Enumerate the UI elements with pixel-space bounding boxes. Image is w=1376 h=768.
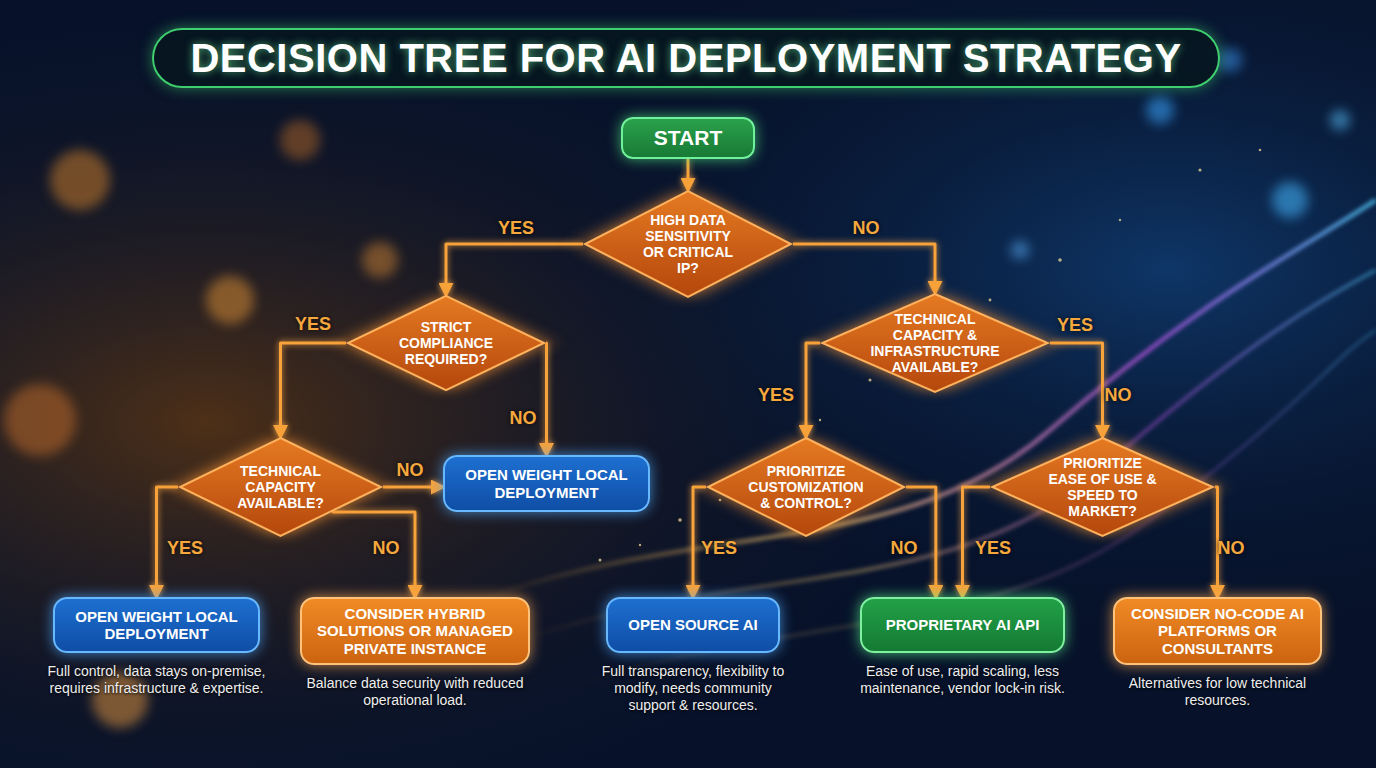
node-label: PROPRIETARY AI API <box>886 616 1040 633</box>
node-label: START <box>654 126 722 150</box>
branch-label: NO <box>397 460 424 481</box>
flow-arrow <box>383 486 443 489</box>
branch-label: NO <box>373 538 400 559</box>
branch-label: YES <box>701 538 737 559</box>
node-description: Full transparency, flexibility to modify… <box>594 663 792 714</box>
node-label: OPEN WEIGHT LOCAL DEPLOYMENT <box>65 608 248 643</box>
outcome-box: OPEN WEIGHT LOCAL DEPLOYMENT <box>443 455 650 512</box>
outcome-box: CONSIDER NO-CODE AI PLATFORMS OR CONSULT… <box>1113 597 1322 665</box>
flow-arrow <box>545 343 549 455</box>
decision-diamond: STRICT COMPLIANCE REQUIRED? <box>346 295 546 391</box>
node-label: TECHNICAL CAPACITY & INFRASTRUCTURE AVAI… <box>815 311 1054 375</box>
branch-label: YES <box>758 385 794 406</box>
node-description: Full control, data stays on-premise, req… <box>41 663 272 697</box>
node-label: CONSIDER NO-CODE AI PLATFORMS OR CONSULT… <box>1125 605 1310 657</box>
node-label: HIGH DATA SENSITIVITY OR CRITICAL IP? <box>583 212 793 276</box>
flow-arrow <box>1050 343 1103 437</box>
decision-diamond: HIGH DATA SENSITIVITY OR CRITICAL IP? <box>583 190 793 298</box>
diamond-fill <box>585 191 791 297</box>
node-description: Alternatives for low technical resources… <box>1101 675 1334 709</box>
flow-arrow <box>332 512 415 597</box>
branch-label: YES <box>295 314 331 335</box>
branch-label: NO <box>1105 385 1132 406</box>
node-label: OPEN WEIGHT LOCAL DEPLOYMENT <box>455 466 638 501</box>
outcome-box: PROPRIETARY AI APIEase of use, rapid sca… <box>860 597 1065 653</box>
decision-diamond: PRIORITIZE CUSTOMIZATION & CONTROL? <box>706 437 906 537</box>
flow-arrow <box>806 343 820 437</box>
decision-diamond: PRIORITIZE EASE OF USE & SPEED TO MARKET… <box>990 437 1215 537</box>
branch-label: NO <box>510 408 537 429</box>
node-label: PRIORITIZE CUSTOMIZATION & CONTROL? <box>700 463 911 511</box>
branch-label: NO <box>853 218 880 239</box>
node-label: OPEN SOURCE AI <box>628 616 757 633</box>
branch-label: NO <box>1218 538 1245 559</box>
decision-diamond: TECHNICAL CAPACITY AVAILABLE? <box>178 437 383 537</box>
node-description: Balance data security with reduced opera… <box>288 675 542 709</box>
outcome-box: CONSIDER HYBRID SOLUTIONS OR MANAGED PRI… <box>300 597 530 665</box>
branch-label: YES <box>1057 315 1093 336</box>
branch-label: NO <box>891 538 918 559</box>
branch-label: YES <box>975 538 1011 559</box>
outcome-box: OPEN SOURCE AIFull transparency, flexibi… <box>606 597 780 653</box>
decision-diamond: TECHNICAL CAPACITY & INFRASTRUCTURE AVAI… <box>820 293 1050 393</box>
node-label: PRIORITIZE EASE OF USE & SPEED TO MARKET… <box>990 455 1215 519</box>
flow-arrow <box>793 244 935 293</box>
node-label: CONSIDER HYBRID SOLUTIONS OR MANAGED PRI… <box>312 605 518 657</box>
flow-arrow <box>687 159 690 190</box>
flow-arrow <box>1215 487 1218 597</box>
branch-label: YES <box>167 538 203 559</box>
outcome-box: OPEN WEIGHT LOCAL DEPLOYMENTFull control… <box>53 597 260 653</box>
node-description: Ease of use, rapid scaling, less mainten… <box>848 663 1077 697</box>
flow-arrow <box>446 244 583 295</box>
node-label: STRICT COMPLIANCE REQUIRED? <box>346 319 546 367</box>
flow-arrow <box>281 343 347 437</box>
branch-label: YES <box>498 218 534 239</box>
node-label: TECHNICAL CAPACITY AVAILABLE? <box>178 463 383 511</box>
diagram-title: DECISION TREE FOR AI DEPLOYMENT STRATEGY <box>152 28 1220 88</box>
start-terminal: START <box>621 117 755 159</box>
